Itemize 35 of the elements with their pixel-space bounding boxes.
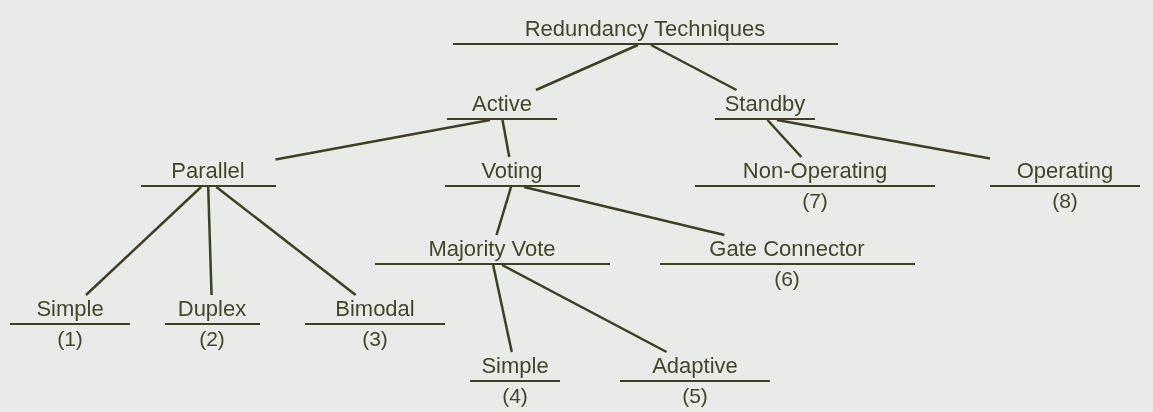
number-label: (8) (1051, 189, 1079, 213)
heading-text: Redundancy Techniques (524, 16, 766, 41)
connector-line (85, 186, 202, 296)
heading-text: Voting (481, 158, 543, 183)
heading-text: Simple (36, 296, 104, 321)
heading-text: Duplex (177, 296, 247, 321)
connector-line (535, 43, 639, 92)
number-label: (4) (501, 384, 529, 408)
heading-text: Adaptive (652, 353, 738, 378)
connector-line (776, 118, 991, 160)
connector-line (650, 43, 738, 92)
connector-line (523, 185, 725, 237)
heading-text: Bimodal (335, 296, 415, 321)
number-label: (2) (198, 327, 226, 351)
number-label: (7) (801, 189, 829, 213)
connector-line (491, 264, 513, 353)
number-label: (6) (773, 267, 801, 291)
number-label: (1) (56, 327, 84, 351)
number-label: (5) (681, 384, 709, 408)
heading-text: Active (472, 91, 532, 116)
connector-line (495, 186, 513, 236)
connector-line (275, 118, 491, 161)
heading-text: Parallel (171, 158, 245, 183)
heading-text: Standby (724, 91, 806, 116)
connector-line (206, 186, 213, 296)
connector-line (215, 186, 357, 296)
connector-line (501, 263, 668, 354)
heading-text: Simple (481, 353, 549, 378)
heading-text: Non-Operating (742, 158, 888, 183)
connector-line (766, 119, 803, 158)
heading-text: Operating (1016, 158, 1114, 183)
connector-line (501, 119, 511, 158)
heading-text: Majority Vote (428, 236, 556, 261)
heading-text: Gate Connector (709, 236, 865, 261)
number-label: (3) (361, 327, 389, 351)
